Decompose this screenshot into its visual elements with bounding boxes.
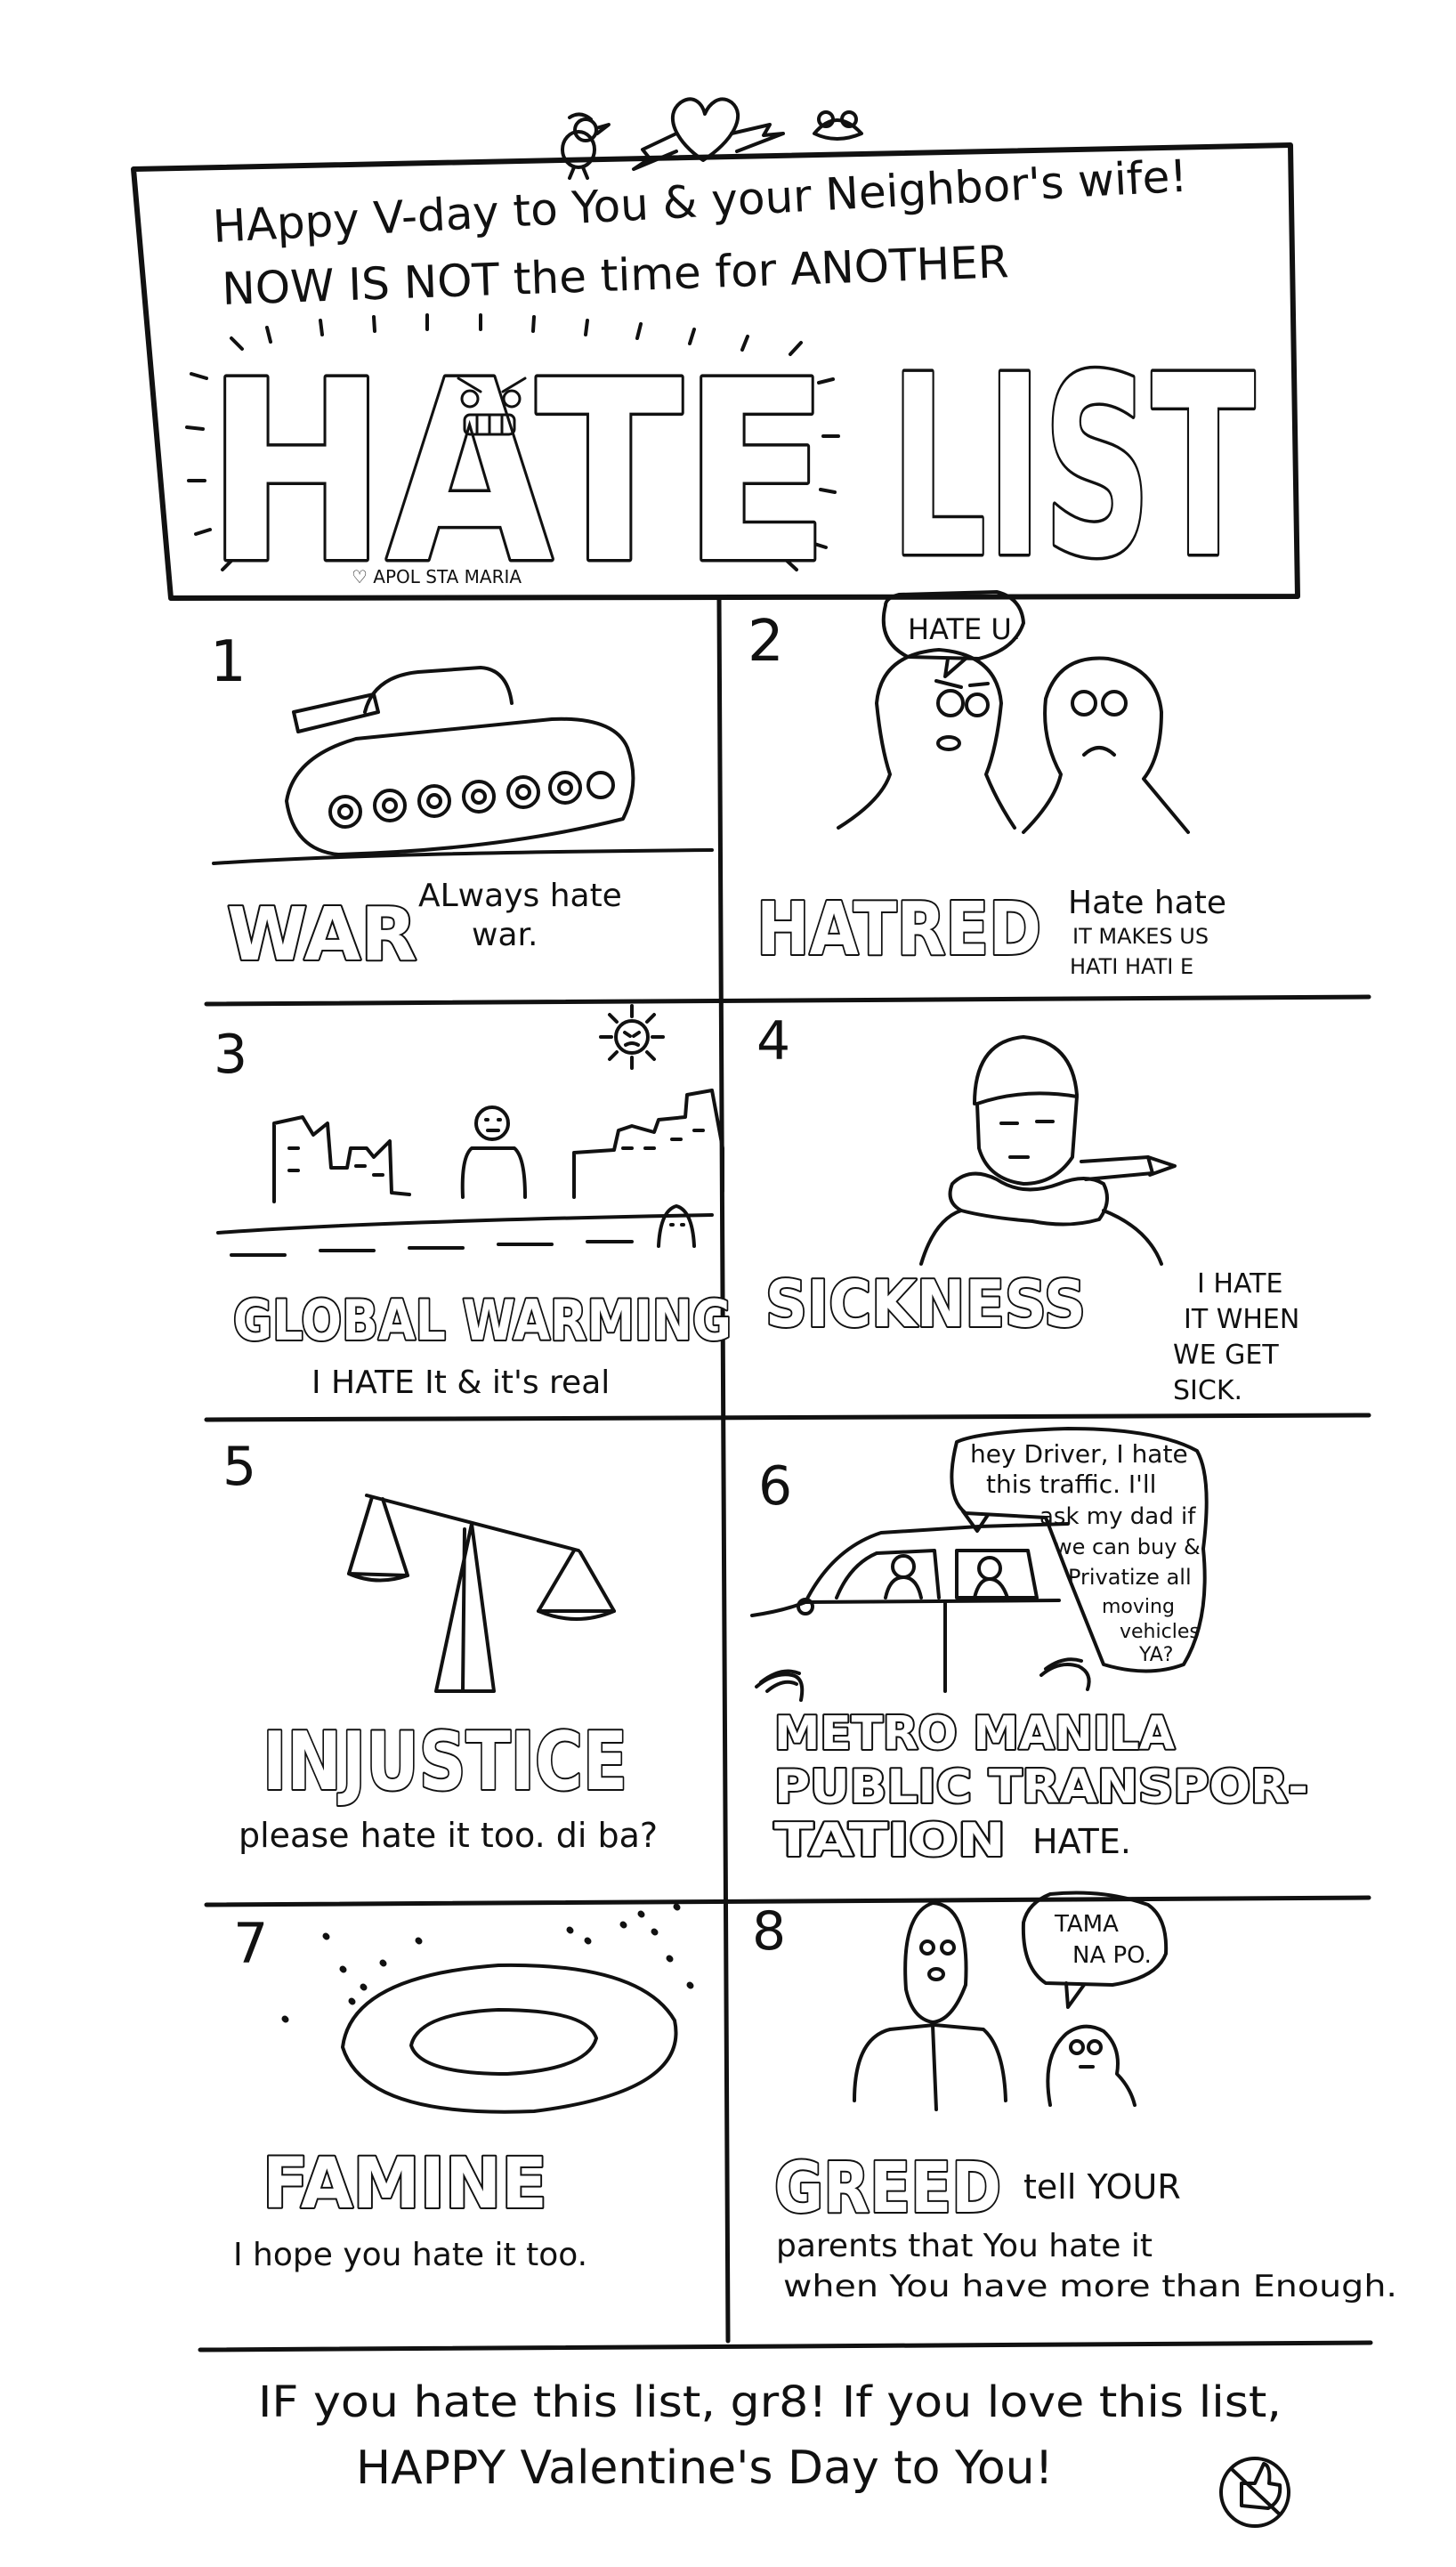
panel-6-bubble-8: YA? (1138, 1644, 1173, 1666)
panel-6-caption: HATE. (1032, 1822, 1131, 1861)
title-hate: HATE (206, 328, 829, 619)
panel-5-number: 5 (222, 1436, 256, 1498)
car-drawing (750, 1522, 1091, 1702)
header-frame (131, 142, 1300, 601)
panel-8-bubble-1: TAMA (1054, 1911, 1119, 1938)
panel-1-number: 1 (210, 629, 247, 695)
panel-4-caption-3: WE GET (1173, 1340, 1279, 1371)
two-heads-drawing (837, 648, 1190, 834)
panel-6-bubble-2: this traffic. I'll (986, 1470, 1156, 1499)
panel-6-bubble-7: vehicles (1120, 1621, 1200, 1643)
hate-rays (185, 313, 840, 571)
panel-grid (198, 595, 1373, 2352)
panel-6-bubble-3: ask my dad if (1039, 1503, 1196, 1530)
panel-1-caption-2: war. (472, 917, 538, 953)
panel-8-caption-2: parents that You hate it (776, 2228, 1153, 2264)
panel-2-number: 2 (748, 609, 784, 675)
no-thumbs-up-icon (1219, 2457, 1290, 2528)
child-drawing (1046, 2024, 1136, 2107)
credit: ♡ APOL STA MARIA (352, 566, 522, 587)
panel-4-number: 4 (756, 1010, 790, 1073)
title-list: LIST (890, 323, 1256, 613)
footer-line1: IF you hate this list, gr8! If you love … (258, 2377, 1282, 2427)
panel-5-caption: please hate it too. di ba? (239, 1816, 658, 1855)
greedy-man-drawing (853, 1901, 1007, 2111)
panel-6-title-1: METRO MANILA (774, 1707, 1175, 1761)
scales-drawing (347, 1494, 616, 1693)
tank-drawing (212, 666, 714, 865)
empty-plate-drawing (341, 1963, 678, 2114)
panel-8-title: GREED (774, 2149, 1001, 2229)
panel-6-title-3: TATION (774, 1814, 1006, 1867)
panel-3-number: 3 (214, 1024, 247, 1086)
speech-bubble-8 (1021, 1891, 1169, 2009)
panel-2-caption-3: HATI HATI E (1070, 954, 1193, 979)
footer-line2: HAPPY Valentine's Day to You! (356, 2441, 1053, 2495)
panel-6-number: 6 (758, 1455, 792, 1518)
panel-3-caption: I HATE It & it's real (311, 1364, 610, 1401)
panel-1-title: WAR (227, 893, 417, 977)
bird-doodle-icon (561, 112, 611, 180)
panel-7-number: 7 (233, 1911, 268, 1976)
sick-person-drawing (919, 1035, 1177, 1266)
panel-6-bubble-6: moving (1102, 1596, 1175, 1618)
panel-4-caption-1: I HATE (1197, 1268, 1282, 1300)
panel-7-caption: I hope you hate it too. (233, 2237, 587, 2273)
speech-bubble-6 (950, 1427, 1209, 1673)
panel-2-caption-2: IT MAKES US (1072, 924, 1209, 949)
panel-8-caption-3: when You have more than Enough. (783, 2269, 1397, 2304)
panel-8-bubble-2: NA PO. (1072, 1942, 1152, 1969)
panel-2-caption-1: Hate hate (1068, 885, 1226, 921)
panel-2-bubble: HATE U. (908, 612, 1021, 646)
panel-4-caption-2: IT WHEN (1184, 1304, 1299, 1335)
panel-4-caption-4: SICK. (1173, 1375, 1242, 1406)
panel-6-bubble-5: Privatize all (1068, 1565, 1192, 1590)
angry-sun-icon (599, 1004, 665, 1070)
panel-8-caption-1: tell YOUR (1023, 2167, 1181, 2207)
panel-7-title: FAMINE (263, 2144, 547, 2224)
panel-6-bubble-1: hey Driver, I hate (970, 1439, 1188, 1469)
crumbs (281, 1903, 694, 2023)
speech-bubble-2 (881, 590, 1025, 678)
panel-3-title: GLOBAL WARMING (233, 1288, 732, 1353)
city-drawing (216, 1089, 724, 1257)
panel-1-caption-1: ALways hate (418, 878, 622, 914)
header-line2: NOW IS NOT the time for ANOTHER (221, 236, 1009, 315)
angry-face-icon (457, 377, 527, 436)
panel-4-title: SICKNESS (765, 1267, 1086, 1341)
frog-doodle-icon (813, 110, 863, 141)
panel-8-number: 8 (752, 1900, 786, 1963)
panel-2-title: HATRED (756, 887, 1041, 972)
panel-5-title: INJUSTICE (263, 1715, 627, 1809)
panel-6-bubble-4: we can buy & (1055, 1535, 1201, 1559)
panel-6-title-2: PUBLIC TRANSPOR- (774, 1761, 1308, 1814)
